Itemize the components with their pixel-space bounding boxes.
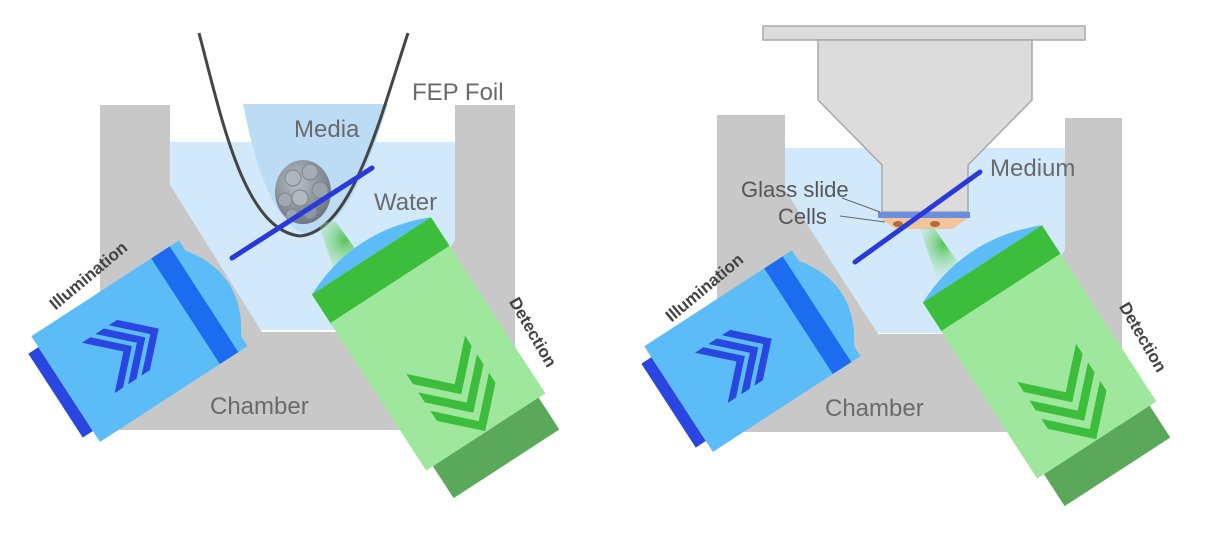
media-label: Media <box>294 116 360 143</box>
cells-leader <box>839 215 886 223</box>
illumination-beam <box>229 165 375 261</box>
detection-objective <box>922 225 1171 507</box>
illumination-beam <box>852 169 983 265</box>
left-panel: FEP Foil Media Water Chamber Illuminatio… <box>28 32 560 499</box>
fep-foil-label: FEP Foil <box>412 79 504 106</box>
illumination-objective <box>641 250 861 452</box>
right-panel: Medium Glass slide Cells Chamber Illumin… <box>641 25 1171 507</box>
water-label: Water <box>374 189 437 216</box>
chevron-arrows-icon <box>1017 343 1107 440</box>
chevron-arrows-icon <box>406 335 496 432</box>
detection-objective <box>311 217 560 499</box>
fep-foil <box>197 32 410 238</box>
spheroid-sample <box>275 160 331 224</box>
medium-label: Medium <box>990 155 1075 182</box>
cells-label: Cells <box>778 204 827 229</box>
illumination-objective <box>28 240 248 442</box>
chevron-arrows-icon <box>81 319 159 394</box>
chevron-arrows-icon <box>694 329 772 404</box>
glass-slide-label: Glass slide <box>741 177 849 202</box>
glass-slide-leader <box>841 197 881 213</box>
chamber-label: Chamber <box>210 393 309 420</box>
chamber-label: Chamber <box>825 395 924 422</box>
